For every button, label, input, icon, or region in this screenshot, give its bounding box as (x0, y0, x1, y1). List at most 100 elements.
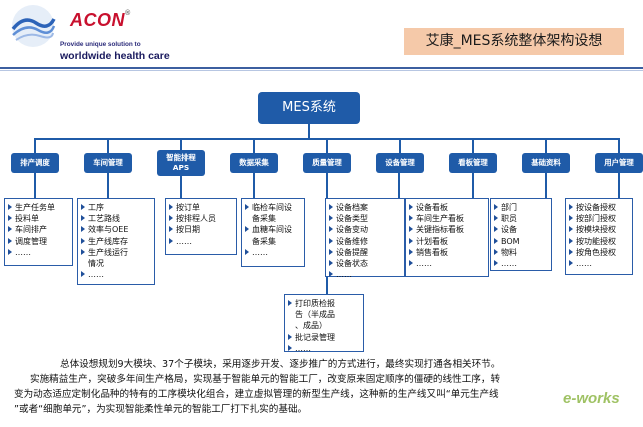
module-box: 看板管理 (449, 153, 497, 173)
bullet-arrow-icon (288, 333, 292, 340)
submodule-item: 效率与OEE (81, 224, 152, 235)
module-label-line2: APS (172, 163, 190, 172)
submodule-list: 设备看板车间生产看板关键指标看板计划看板销售看板…… (405, 198, 489, 277)
submodule-item: 关键指标看板 (409, 224, 486, 235)
connector-line (308, 124, 310, 138)
submodule-item: …… (494, 258, 549, 269)
submodule-item: 告（半成品 (295, 310, 335, 320)
submodule-item: 工艺路线 (81, 213, 152, 224)
module-label: 车间管理 (93, 158, 123, 167)
bullet-arrow-icon (245, 204, 249, 210)
bullet-arrow-icon (169, 237, 173, 244)
submodule-item: 设备看板 (409, 202, 486, 213)
submodule-item: …… (409, 258, 486, 269)
module-label: 看板管理 (458, 158, 488, 167)
connector-line (472, 173, 474, 198)
bullet-arrow-icon (81, 226, 85, 233)
submodule-item: 生产线运行 (81, 247, 152, 258)
submodule-item: BOM (494, 236, 549, 247)
bullet-arrow-icon (569, 237, 573, 244)
bullet-arrow-icon (81, 204, 85, 210)
module-box: 排产调度 (11, 153, 59, 173)
submodule-item: 按角色授权 (569, 247, 630, 258)
submodule-item: 销售看板 (409, 247, 486, 258)
submodule-item: 备采集 (252, 214, 276, 224)
submodule-list: 打印质检报告（半成品、成品）批记录管理…… (284, 294, 364, 354)
bullet-arrow-icon (329, 237, 333, 244)
submodule-item: …… (569, 258, 630, 269)
module-box: 设备管理 (376, 153, 424, 173)
module-label: 用户管理 (604, 158, 634, 167)
watermark: e-works (563, 390, 620, 407)
module-box: 车间管理 (84, 153, 132, 173)
submodule-item: 情况 (88, 259, 104, 269)
submodule-item: …… (169, 236, 234, 247)
connector-line (398, 173, 400, 198)
bullet-arrow-icon (329, 271, 333, 278)
header-divider-light (0, 70, 643, 71)
bullet-arrow-icon (494, 215, 498, 222)
submodule-list: 生产任务单投料单车间排产调度管理…… (4, 198, 73, 266)
submodule-item: 工序 (81, 202, 152, 213)
bullet-arrow-icon (409, 226, 413, 233)
bullet-arrow-icon (409, 260, 413, 267)
submodule-item: …… (329, 269, 402, 280)
submodule-item: 血糖车间设 (245, 224, 302, 235)
submodule-item: 设备维修 (329, 236, 402, 247)
connector-line (107, 138, 109, 153)
submodule-item: 调度管理 (8, 236, 70, 247)
connector-line (618, 173, 620, 198)
submodule-item: …… (288, 343, 361, 354)
module-label: 智能排程 (166, 153, 196, 162)
submodule-item: 设备类型 (329, 213, 402, 224)
bullet-arrow-icon (81, 248, 85, 255)
module-label: 排产调度 (20, 158, 50, 167)
connector-line (107, 173, 109, 198)
submodule-item: 设备档案 (329, 202, 402, 213)
connector-line (34, 173, 36, 198)
module-box: 用户管理 (595, 153, 643, 173)
bullet-arrow-icon (81, 237, 85, 244)
body-paragraph-line: 实施精益生产，突破多年间生产格局，实现基于智能单元的智能工厂，改变原来固定顺序的… (30, 374, 501, 385)
submodule-item: 部门 (494, 202, 549, 213)
submodule-item: 计划看板 (409, 236, 486, 247)
bullet-arrow-icon (329, 226, 333, 233)
submodule-item: 临检车间设 (245, 202, 302, 213)
module-box: 数据采集 (230, 153, 278, 173)
submodule-list: 临检车间设备采集血糖车间设备采集…… (241, 198, 305, 267)
logo-brand: ACON® (70, 10, 131, 30)
bullet-arrow-icon (569, 215, 573, 222)
bullet-arrow-icon (494, 204, 498, 210)
logo-tagline-main: worldwide health care (60, 50, 170, 62)
page-title: 艾康_MES系统整体架构设想 (404, 28, 624, 55)
bullet-arrow-icon (8, 215, 12, 222)
module-box: 基础资料 (522, 153, 570, 173)
bullet-arrow-icon (169, 204, 173, 210)
bullet-arrow-icon (288, 300, 292, 306)
submodule-item: 设备提醒 (329, 247, 402, 258)
submodule-item: …… (81, 269, 152, 280)
submodule-item: 设备变动 (329, 224, 402, 235)
submodule-item: 备采集 (252, 236, 276, 246)
bullet-arrow-icon (569, 204, 573, 210)
connector-line (253, 138, 255, 153)
submodule-item: …… (245, 247, 302, 258)
connector-line (618, 138, 620, 153)
submodule-item: 按日期 (169, 224, 234, 235)
bullet-arrow-icon (494, 237, 498, 244)
submodule-item: 按部门授权 (569, 213, 630, 224)
submodule-item: 设备 (494, 224, 549, 235)
bullet-arrow-icon (409, 204, 413, 210)
bullet-arrow-icon (329, 215, 333, 222)
bullet-arrow-icon (81, 271, 85, 278)
body-paragraph-line: ”或者“细胞单元”，为实现智能柔性单元的智能工厂打下扎实的基础。 (14, 404, 308, 415)
body-paragraph-line: 变为动态适应定制化品种的特有的工序模块化组合，建立虚拟管理的新型生产线，这种新的… (14, 389, 499, 400)
connector-line (326, 138, 328, 153)
bullet-arrow-icon (409, 248, 413, 255)
bullet-arrow-icon (169, 215, 173, 222)
connector-line (545, 138, 547, 153)
bullet-arrow-icon (569, 226, 573, 233)
